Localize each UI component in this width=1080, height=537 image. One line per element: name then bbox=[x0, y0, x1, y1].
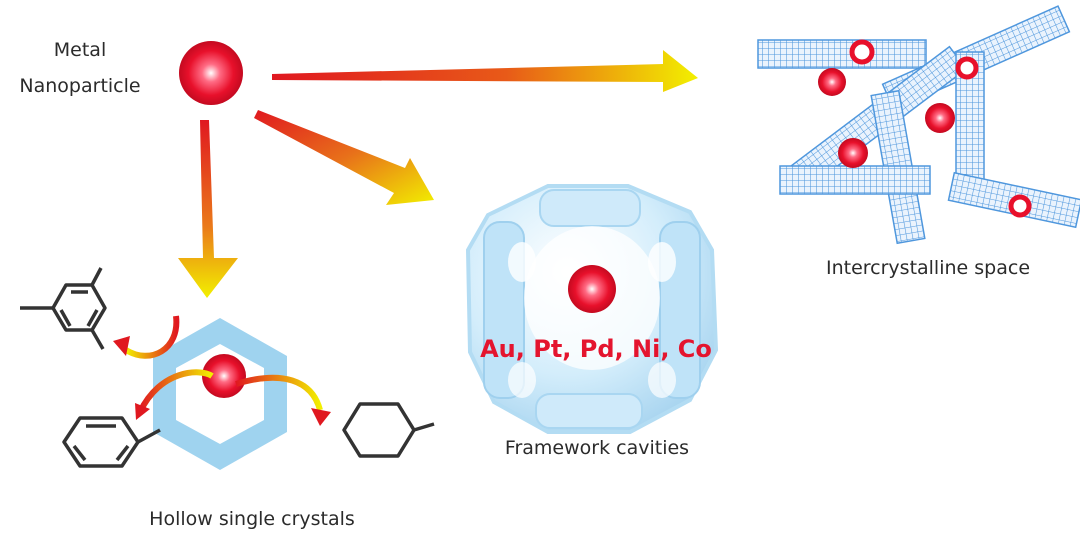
intercrystalline-label: Intercrystalline space bbox=[826, 257, 1030, 279]
mesitylene-molecule-icon bbox=[20, 267, 107, 350]
arrow-to-framework bbox=[254, 110, 434, 205]
cage-pillar-top bbox=[539, 189, 641, 227]
metal-list-label: Au, Pt, Pd, Ni, Co bbox=[480, 335, 712, 363]
entry-arrow-head bbox=[135, 403, 150, 420]
cage-particle-icon bbox=[568, 265, 616, 313]
metal-nanoparticle-icon bbox=[179, 41, 243, 105]
crystal-aggregate bbox=[757, 5, 1080, 245]
crystal-slab-top bbox=[757, 39, 927, 69]
toluene-molecule-icon bbox=[62, 416, 161, 468]
metal-label-line1: Metal bbox=[54, 39, 106, 61]
reject-arrow-curve bbox=[124, 315, 180, 359]
cage-highlight-4 bbox=[648, 362, 676, 398]
inter-particle-icon-4 bbox=[925, 103, 955, 133]
cage-highlight-1 bbox=[508, 242, 536, 282]
cage-highlight-3 bbox=[508, 362, 536, 398]
reject-arrow-head bbox=[113, 336, 130, 356]
metal-label-line2: Nanoparticle bbox=[19, 75, 140, 97]
framework-label: Framework cavities bbox=[505, 437, 689, 459]
framework-cage bbox=[465, 184, 719, 434]
inter-particle-icon-5 bbox=[838, 138, 868, 168]
crystal-slab-bottom bbox=[779, 165, 931, 195]
inter-particle-icon-1 bbox=[849, 39, 875, 65]
arrow-to-hollow bbox=[178, 120, 238, 298]
hollow-crystal-particle-icon bbox=[202, 354, 246, 398]
inter-particle-icon-3 bbox=[818, 68, 846, 96]
hollow-crystal bbox=[153, 318, 287, 470]
hollow-label: Hollow single crystals bbox=[149, 508, 355, 530]
metal-nanoparticle bbox=[179, 41, 243, 105]
entry-arrow-curve bbox=[137, 369, 214, 414]
hollow-hexagon bbox=[153, 318, 287, 470]
inter-particle-icon-2 bbox=[955, 56, 979, 80]
inter-particle-icon-6 bbox=[1008, 194, 1032, 218]
exit-arrow-head bbox=[311, 408, 331, 426]
cage-highlight-2 bbox=[648, 242, 676, 282]
cage-pillar-bottom bbox=[535, 393, 643, 429]
arrow-to-intercrystalline bbox=[272, 50, 698, 92]
methylcyclohexane-molecule-icon bbox=[342, 402, 435, 458]
exit-arrow-curve bbox=[235, 374, 323, 411]
